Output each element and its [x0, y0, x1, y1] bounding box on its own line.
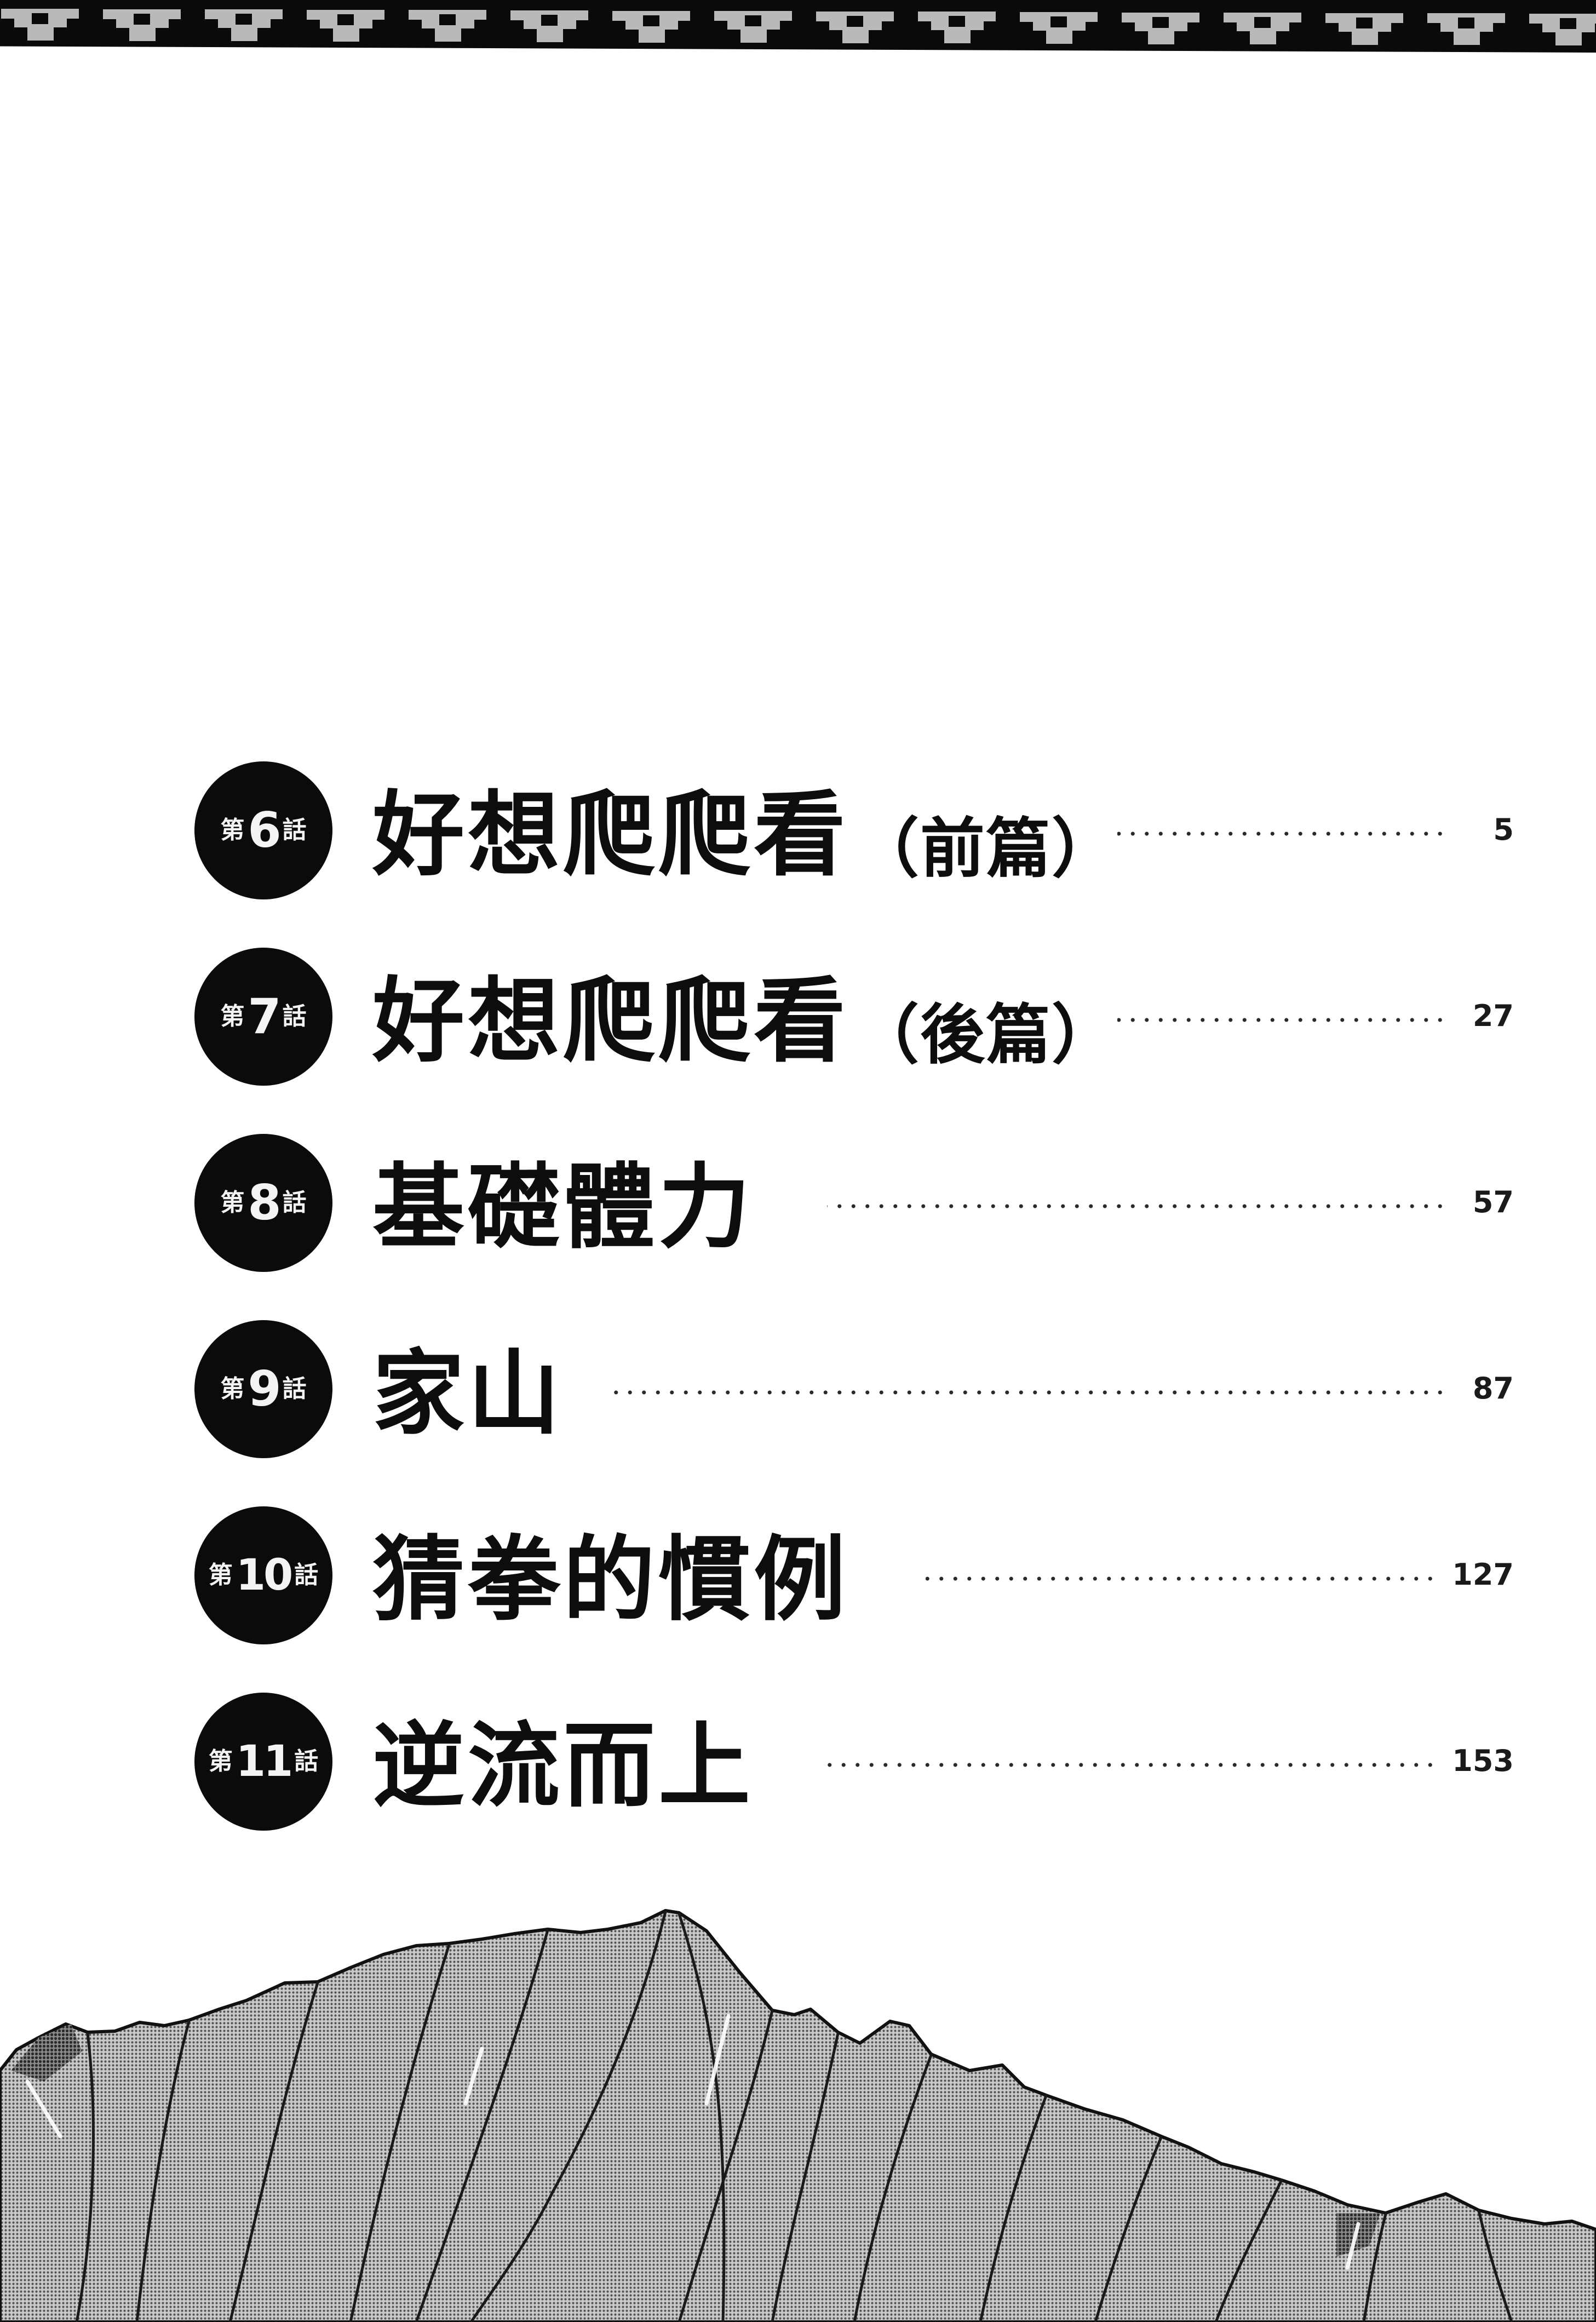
- top-decorative-banner: [0, 0, 1596, 53]
- page-number: 127: [1452, 1557, 1514, 1592]
- episode-suffix: 話: [282, 816, 307, 844]
- episode-suffix: 話: [282, 1002, 307, 1030]
- banner-motif-icon: [714, 11, 792, 43]
- episode-prefix: 第: [220, 1002, 245, 1030]
- episode-number: 11: [236, 1737, 294, 1786]
- chapter-title-main: 好想爬爬看: [372, 781, 849, 888]
- episode-number: 10: [236, 1551, 294, 1600]
- episode-badge: 第 8 話: [194, 1134, 332, 1272]
- chapter-title: 家山: [372, 1341, 569, 1440]
- episode-prefix: 第: [208, 1561, 233, 1589]
- episode-badge: 第 7 話: [194, 948, 332, 1086]
- episode-suffix: 話: [294, 1747, 319, 1775]
- chapter-title-sub: （後篇）: [854, 997, 1118, 1073]
- episode-badge: 第 9 話: [194, 1320, 332, 1458]
- episode-number: 9: [248, 1361, 281, 1417]
- episode-badge: 第 10 話: [194, 1506, 332, 1644]
- toc-entry[interactable]: 第 9 話 家山 87: [0, 1320, 1596, 1463]
- page-number: 5: [1493, 812, 1514, 847]
- chapter-title-main: 好想爬爬看: [372, 967, 849, 1075]
- chapter-title-main: 家山: [372, 1340, 563, 1447]
- episode-suffix: 話: [282, 1189, 307, 1217]
- episode-number: 6: [248, 802, 281, 858]
- episode-suffix: 話: [282, 1375, 307, 1403]
- chapter-title-main: 逆流而上: [372, 1712, 754, 1820]
- episode-suffix: 話: [294, 1561, 319, 1589]
- episode-badge: 第 6 話: [194, 761, 332, 899]
- episode-prefix: 第: [220, 1375, 245, 1403]
- mountain-illustration: [0, 1909, 1596, 2322]
- banner-motif-icon: [1122, 12, 1199, 44]
- page-number: 27: [1472, 999, 1514, 1033]
- dot-leader: [609, 1390, 1447, 1395]
- chapter-title-sub: （前篇）: [854, 811, 1118, 886]
- banner-motif-icon: [205, 9, 283, 42]
- banner-motif-icon: [1427, 13, 1505, 45]
- banner-motif-icon: [816, 11, 894, 43]
- banner-motif-icon: [612, 10, 690, 43]
- chapter-title-main: 基礎體力: [372, 1154, 754, 1261]
- episode-prefix: 第: [208, 1747, 233, 1775]
- toc-entry[interactable]: 第 10 話 猜拳的慣例 127: [0, 1506, 1596, 1649]
- toc-entry[interactable]: 第 11 話 逆流而上 153: [0, 1693, 1596, 1835]
- dot-leader: [1117, 1018, 1447, 1022]
- dot-leader: [827, 1204, 1447, 1208]
- banner-motif-icon: [1529, 14, 1596, 45]
- episode-number: 7: [248, 988, 281, 1045]
- banner-motif-icon: [103, 9, 181, 41]
- chapter-title: 猜拳的慣例: [372, 1527, 854, 1626]
- episode-prefix: 第: [220, 1189, 245, 1217]
- dot-leader: [819, 1763, 1437, 1767]
- banner-motif-icon: [1020, 12, 1098, 44]
- banner-motif-icon: [409, 10, 486, 42]
- chapter-title-main: 猜拳的慣例: [372, 1526, 849, 1633]
- chapter-title: 好想爬爬看 （後篇）: [372, 968, 1117, 1067]
- episode-badge: 第 11 話: [194, 1693, 332, 1831]
- banner-motif-icon: [307, 9, 384, 42]
- dot-leader: [1117, 832, 1447, 836]
- banner-motif-icon: [1224, 13, 1301, 45]
- chapter-title: 逆流而上: [372, 1713, 759, 1812]
- toc-entry[interactable]: 第 6 話 好想爬爬看 （前篇） 5: [0, 761, 1596, 904]
- banner-motif-icon: [510, 10, 588, 42]
- page-number: 87: [1472, 1371, 1514, 1406]
- chapter-title: 基礎體力: [372, 1155, 759, 1253]
- banner-motif-icon: [1, 9, 79, 41]
- toc-entry[interactable]: 第 8 話 基礎體力 57: [0, 1134, 1596, 1276]
- chapter-title: 好想爬爬看 （前篇）: [372, 782, 1117, 881]
- toc-entry[interactable]: 第 7 話 好想爬爬看 （後篇） 27: [0, 948, 1596, 1090]
- banner-motif-icon: [1325, 13, 1403, 45]
- episode-number: 8: [248, 1174, 281, 1231]
- banner-motif-icon: [918, 12, 996, 44]
- page-number: 57: [1472, 1185, 1514, 1219]
- episode-prefix: 第: [220, 816, 245, 844]
- page-number: 153: [1452, 1744, 1514, 1778]
- dot-leader: [926, 1576, 1437, 1581]
